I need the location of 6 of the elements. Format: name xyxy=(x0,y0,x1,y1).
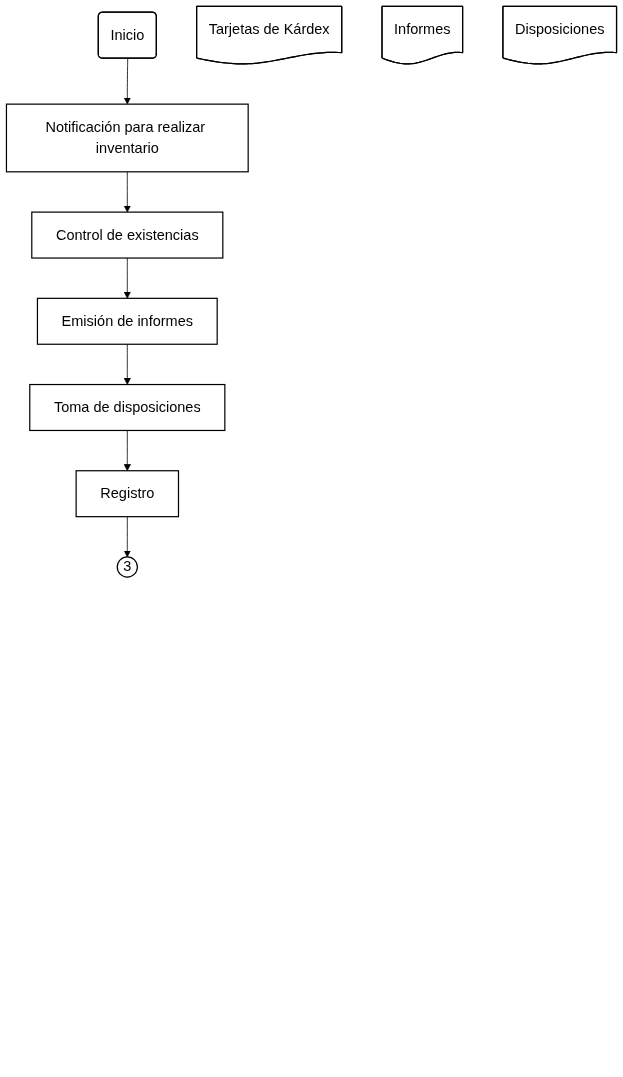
node-box: Emisión de informes xyxy=(36,297,218,345)
node-box: Control de existencias xyxy=(31,211,224,259)
node-box: Registro xyxy=(75,470,180,518)
node-box: Toma de disposiciones xyxy=(29,383,226,432)
node-box: Notificación para realizar inventario xyxy=(5,103,249,173)
node-circle: 3 xyxy=(116,556,138,578)
